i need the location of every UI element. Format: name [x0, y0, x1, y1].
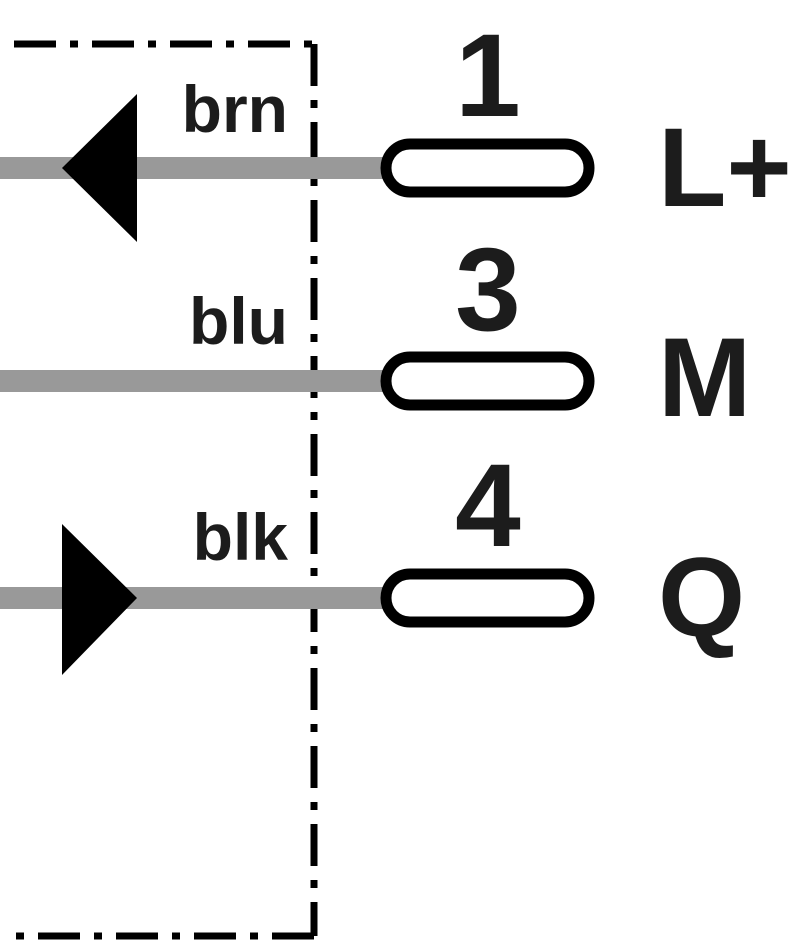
terminal-pin-1 [380, 138, 595, 198]
terminal-pin-4 [380, 568, 595, 628]
pin-number-1: 1 [455, 10, 521, 142]
wire-color-label-pin-3: blu [189, 284, 288, 358]
housing-boundary [14, 40, 318, 940]
wire-color-label-pin-4: blk [193, 500, 289, 574]
input-arrow-icon [62, 524, 137, 675]
output-arrow-icon [62, 94, 137, 242]
terminal-pin-3 [380, 351, 595, 411]
pin-number-3: 3 [455, 224, 521, 356]
terminals [380, 138, 595, 628]
pin-signal-4: Q [658, 535, 745, 660]
wire-color-label-pin-1: brn [182, 72, 288, 146]
pin-signal-1: L+ [658, 105, 792, 230]
pin-signal-3: M [658, 315, 751, 440]
pin-number-4: 4 [455, 440, 521, 572]
